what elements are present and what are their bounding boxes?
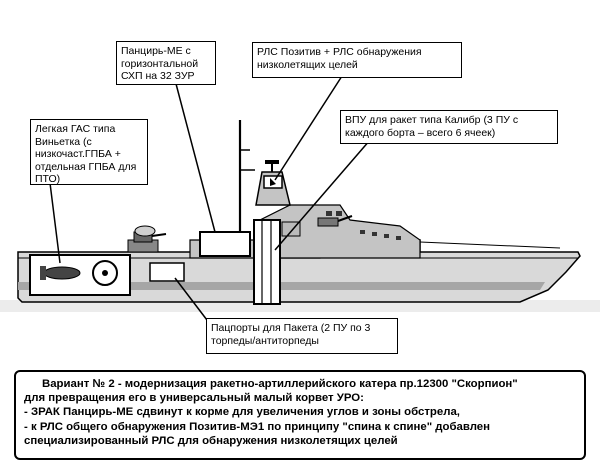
callout-torpedo: Пацпорты для Пакета (2 ПУ по 3 торпеды/а… [206,318,398,354]
leader-pantsir [174,79,216,233]
callout-rls: РЛС Позитив + РЛС обнаружения низколетящ… [252,42,462,78]
radar-top-array [265,160,279,164]
leader-vpu [274,139,371,251]
leader-rls [274,75,343,181]
bow-gun-base [317,217,339,227]
caption-line: - ЗРАК Панцирь-МЕ сдвинут к корме для ув… [24,406,460,419]
bow-gun-barrel [337,215,353,222]
porthole-3 [384,234,389,238]
hull-stripe [18,282,545,290]
radar-dish [270,178,276,186]
porthole-4 [396,236,401,240]
porthole-2 [372,232,377,236]
main-superstructure [259,204,421,259]
callout-pantsir: Панцирь-МЕ с горизонтальной СХП на 32 ЗУ… [116,41,216,85]
vls-launcher [253,219,281,305]
winch-hub [102,270,108,276]
bridge-window-2 [336,211,342,216]
callout-gas: Легкая ГАС типа Виньетка (с низкочаст.ГП… [30,119,148,185]
pantsir-module [199,231,251,257]
water [0,300,600,312]
towed-sonar-body [43,266,81,280]
caption-line: для превращения его в универсальный малы… [24,392,364,405]
caption-box: Вариант № 2 - модернизация ракетно-артил… [14,370,586,460]
leader-gas [49,182,61,264]
caption-line: Вариант № 2 - модернизация ракетно-артил… [42,378,518,390]
bow-railing [419,241,561,249]
torpedo-box [149,262,185,282]
pantsir-gun [151,233,167,237]
bridge-window-1 [326,211,332,216]
radome [134,225,156,237]
caption-line: - к РЛС общего обнаружения Позитив-МЭ1 п… [24,420,490,433]
porthole-1 [360,230,365,234]
towed-sonar-fin [40,266,46,280]
caption-line: специализированный РЛС для обнаружения н… [24,434,398,447]
callout-vpu: ВПУ для ракет типа Калибр (3 ПУ с каждог… [340,110,558,144]
leader-torpedo [174,277,211,325]
